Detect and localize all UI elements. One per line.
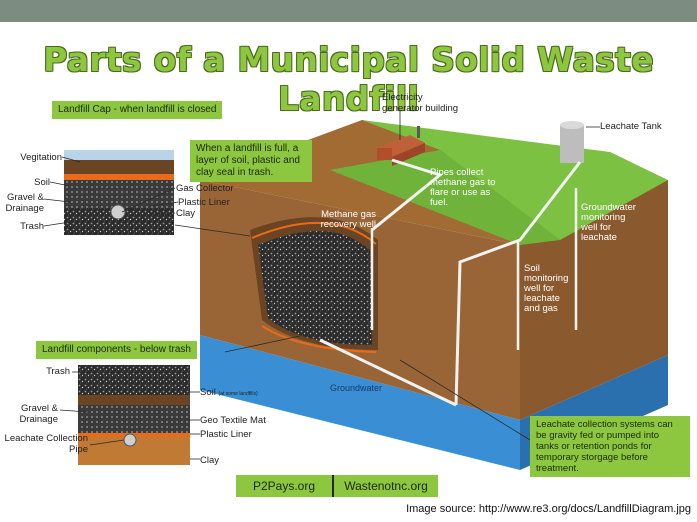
bottom-liner bbox=[261, 325, 377, 353]
top-bar bbox=[0, 0, 697, 22]
comp-clay-label: Clay bbox=[200, 455, 220, 466]
comp-plastic-liner-label: Plastic Liner bbox=[200, 429, 252, 440]
footer-p2pays: P2Pays.org bbox=[236, 475, 332, 497]
gas-pipe bbox=[371, 158, 444, 232]
image-source: Image source: http://www.re3.org/docs/La… bbox=[406, 503, 691, 515]
leachate-pipe bbox=[454, 161, 582, 406]
grass-top bbox=[362, 120, 668, 240]
cap-inset bbox=[64, 150, 174, 235]
comp-soil-text: Soil bbox=[200, 387, 216, 398]
leachate-tank bbox=[560, 125, 584, 163]
vegetation-label: Vegitation bbox=[20, 152, 62, 163]
gw-well-label: Groundwater monitoring well for leachate bbox=[581, 202, 636, 243]
trash-cell bbox=[258, 231, 372, 345]
comp-gravel-label: Gravel & Drainage bbox=[19, 403, 58, 425]
groundwater-label: Groundwater bbox=[330, 383, 383, 393]
cap-plastic-liner-label: Plastic Liner bbox=[178, 197, 230, 208]
components-inset bbox=[78, 365, 190, 465]
geo-textile-label: Geo Textile Mat bbox=[200, 415, 266, 426]
leachate-note-box: Leachate collection systems can be gravi… bbox=[530, 416, 690, 477]
comp-trash-label: Trash bbox=[46, 366, 70, 377]
cap-label-box: Landfill Cap - when landfill is closed bbox=[52, 101, 223, 119]
cap-gravel-label: Gravel & Drainage bbox=[5, 192, 44, 214]
soil-well-label: Soil monitoring well for leachate and ga… bbox=[524, 263, 569, 314]
grass-front bbox=[330, 150, 560, 245]
gas-collector-label: Gas Collector bbox=[176, 183, 234, 194]
comp-soil-note: (at some landfills) bbox=[218, 391, 258, 397]
landfill-block bbox=[200, 120, 668, 470]
footer-wastenotnc: Wastenotnc.org bbox=[332, 475, 438, 497]
generator-label: Electricity generator building bbox=[382, 92, 459, 114]
page-title: Parts of a Municipal Solid Waste Landfil… bbox=[43, 40, 654, 118]
leachate-tank-label: Leachate Tank bbox=[600, 121, 662, 132]
cap-trash-label: Trash bbox=[20, 221, 44, 232]
pipes-label: Pipes collect methane gas to flare or us… bbox=[430, 167, 496, 208]
cap-note-box: When a landfill is full, a layer of soil… bbox=[190, 140, 312, 182]
liner-line bbox=[251, 221, 377, 245]
bottom-pipe bbox=[319, 338, 457, 407]
comp-leachate-pipe-label: Leachate Collection Pipe bbox=[4, 433, 88, 455]
comp-soil-label: Soil (at some landfills) bbox=[200, 387, 258, 400]
components-label-box: Landfill components - below trash bbox=[36, 341, 197, 359]
groundwater-front bbox=[200, 335, 520, 470]
methane-well-label: Methane gas recovery well bbox=[320, 209, 376, 230]
cap-clay-label: Clay bbox=[176, 208, 196, 219]
cap-soil-label: Soil bbox=[34, 177, 50, 188]
